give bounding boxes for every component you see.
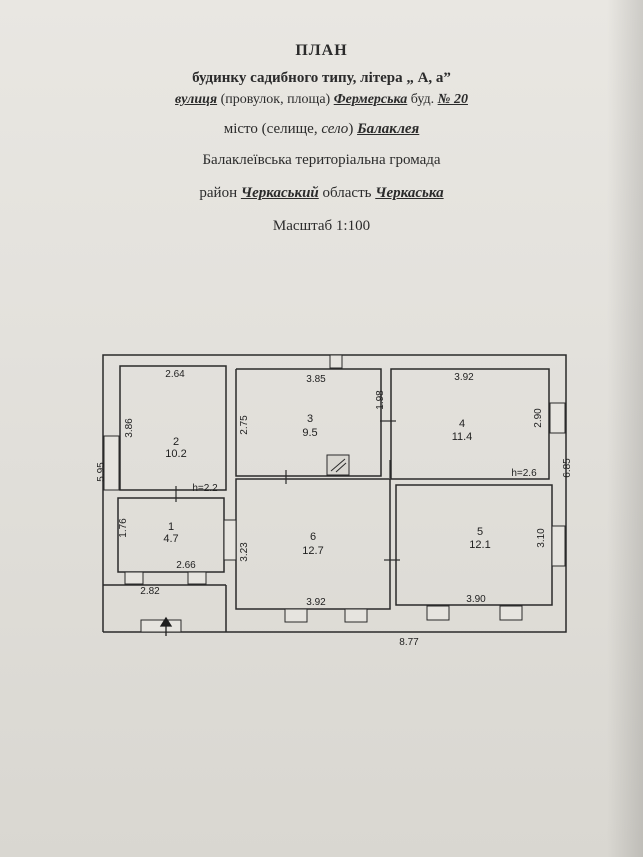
page-shadow xyxy=(607,0,643,857)
room-1-area: 4.7 xyxy=(163,533,178,545)
city-type: село xyxy=(321,121,349,137)
window-r5-b xyxy=(499,605,523,621)
plan-title: ПЛАН xyxy=(295,42,348,59)
dim-r1-side: 1.76 xyxy=(118,518,129,538)
dim-right-total: 6.85 xyxy=(562,458,573,478)
stove-icon xyxy=(326,454,350,476)
window-r1-b xyxy=(187,571,207,585)
dim-r5-right: 3.10 xyxy=(536,528,547,548)
outer-wall xyxy=(102,354,567,633)
room-2-outline xyxy=(119,365,227,491)
dim-r4-top: 3.92 xyxy=(454,372,474,383)
street-prefix: вулиця xyxy=(175,92,218,107)
dim-r3-left: 2.75 xyxy=(239,415,250,435)
doors xyxy=(175,420,400,561)
room-1-number: 1 xyxy=(168,521,174,533)
city-line: місто (селище, село) Балаклея xyxy=(0,121,643,138)
city-close: ) xyxy=(348,121,354,137)
room-6-outline xyxy=(235,478,391,610)
dim-h2: h=2.6 xyxy=(511,468,537,479)
entrance-arrow-icon xyxy=(159,616,173,636)
window-r6-a xyxy=(284,608,308,623)
dim-left-total: 5.95 xyxy=(96,462,107,482)
window-r6-b xyxy=(344,608,368,623)
room-2-area: 10.2 xyxy=(165,448,186,460)
room-6-area: 12.7 xyxy=(302,545,323,557)
window-right-r4 xyxy=(549,402,566,434)
city-name: Балаклея xyxy=(357,121,420,137)
scale-label: Масштаб 1:100 xyxy=(272,218,371,234)
dim-veranda: 2.82 xyxy=(140,586,160,597)
window-right-r5 xyxy=(551,525,566,567)
dim-r1-bottom: 2.66 xyxy=(176,560,196,571)
room-5-number: 5 xyxy=(477,526,483,538)
room-5-area: 12.1 xyxy=(469,539,490,551)
room-4-number: 4 xyxy=(459,418,465,430)
dim-r6-left: 3.23 xyxy=(239,542,250,562)
dim-r6-bottom: 3.92 xyxy=(306,597,326,608)
room-4-outline xyxy=(390,368,550,480)
dim-r2-side: 3.86 xyxy=(124,418,135,438)
district-name: Черкаський xyxy=(240,185,319,201)
street-middle: (провулок, площа) xyxy=(220,92,331,107)
window-left xyxy=(103,435,120,491)
dim-r4-right: 2.90 xyxy=(533,408,544,428)
dim-r3-right: 1.98 xyxy=(375,390,386,410)
building-label: буд. xyxy=(410,92,435,107)
walls xyxy=(102,354,567,633)
window-r5-a xyxy=(426,605,450,621)
community-line: Балаклеївська територіальна громада xyxy=(202,152,441,168)
room-2-number: 2 xyxy=(173,436,179,448)
room-4-area: 11.4 xyxy=(452,431,473,443)
dim-r5-bottom: 3.90 xyxy=(466,594,486,605)
room-3-area: 9.5 xyxy=(302,427,317,439)
district-label: район xyxy=(199,185,238,201)
building-number: № 20 xyxy=(437,92,468,107)
dim-r2-top: 2.64 xyxy=(165,369,185,380)
window-r1-r6 xyxy=(223,519,237,561)
city-prefix: місто (селище, xyxy=(223,121,318,137)
dim-r3-top: 3.85 xyxy=(306,374,326,385)
district-line: район Черкаський область Черкаська xyxy=(0,185,643,202)
windows xyxy=(103,354,566,633)
region-label: область xyxy=(322,185,372,201)
window-r1-a xyxy=(124,571,144,585)
region-name: Черкаська xyxy=(375,185,444,201)
street-name: Фермерська xyxy=(333,92,408,107)
street-line: вулиця (провулок, площа) Фермерська буд.… xyxy=(0,92,643,108)
room-3-outline xyxy=(235,368,382,477)
room-3-number: 3 xyxy=(307,413,313,425)
dim-bottom-total: 8.77 xyxy=(399,637,419,648)
plan-subtitle: будинку садибного типу, літера „ А, а” xyxy=(192,70,451,86)
window-top xyxy=(329,354,343,369)
dim-h1: h=2.2 xyxy=(192,483,218,494)
room-6-number: 6 xyxy=(310,531,316,543)
